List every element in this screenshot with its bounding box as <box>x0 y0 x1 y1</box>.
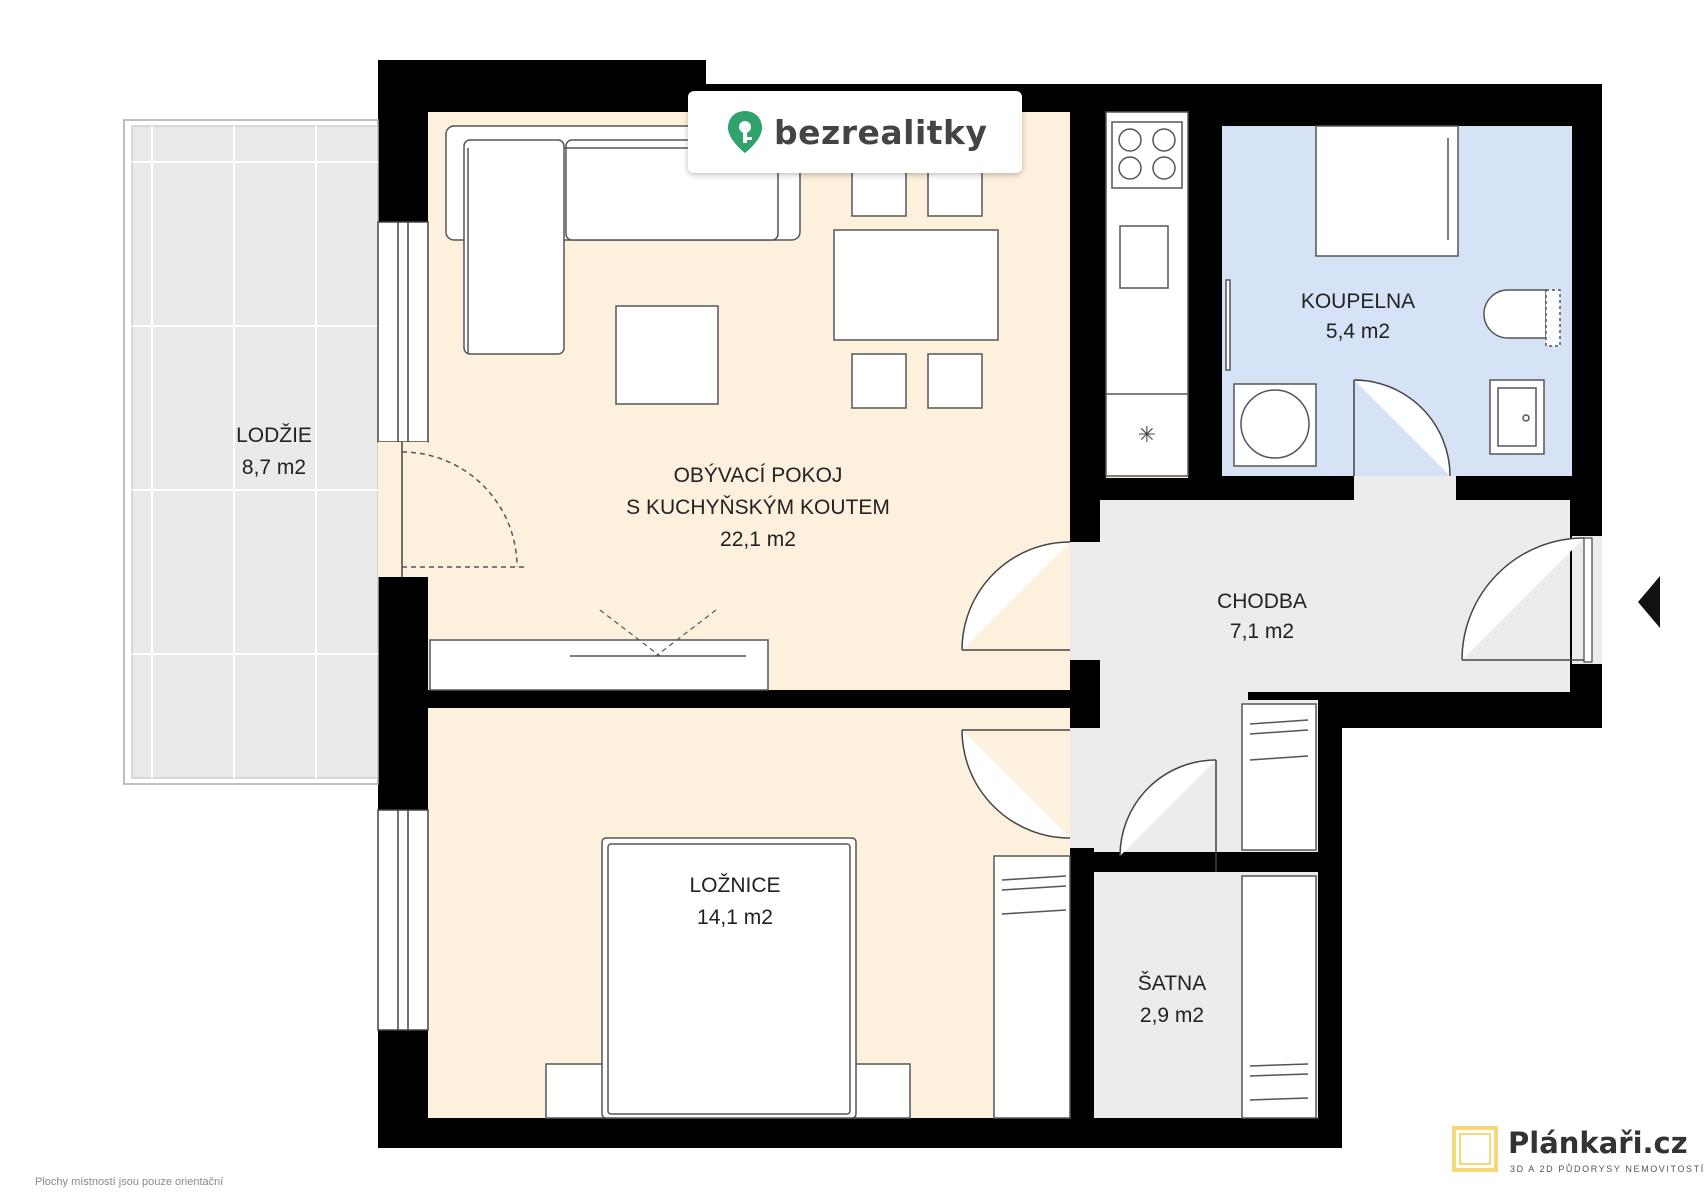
room-labels: LODŽIE 8,7 m2 OBÝVACÍ POKOJ S KUCHYŇSKÝM… <box>236 290 1415 1027</box>
bedroom-wardrobe <box>993 855 1071 1119</box>
plankari-tagline: 3D A 2D PŮDORYSY NEMOVITOSTÍ <box>1510 1164 1705 1174</box>
lodzie-area: 8,7 m2 <box>242 456 306 479</box>
plankari-logo: Plánkaři.cz 3D A 2D PŮDORYSY NEMOVITOSTÍ <box>1452 1126 1703 1182</box>
bedroom-area: 14,1 m2 <box>697 906 773 929</box>
wardrobe-area: 2,9 m2 <box>1140 1004 1204 1027</box>
double-bed <box>545 837 911 1119</box>
brand-name: bezrealitky <box>774 112 988 152</box>
bathroom-door <box>1353 379 1456 500</box>
balcony <box>123 119 379 785</box>
fridge-symbol: ✳ <box>1138 423 1156 448</box>
hallway-area: 7,1 m2 <box>1230 620 1294 643</box>
bathroom-area: 5,4 m2 <box>1326 320 1390 343</box>
balcony-door <box>378 442 524 577</box>
bedroom-name: LOŽNICE <box>689 874 780 897</box>
window-left-upper <box>377 221 429 443</box>
bathroom-fixtures <box>1225 125 1561 467</box>
living-area: 22,1 m2 <box>720 528 796 551</box>
hallway-name: CHODBA <box>1217 590 1307 613</box>
dining-set <box>833 169 999 409</box>
living-name-line1: OBÝVACÍ POKOJ <box>674 464 843 487</box>
entrance-door <box>1461 536 1660 664</box>
window-left-lower <box>377 809 429 1031</box>
brand-badge: bezrealitky <box>688 91 1022 173</box>
square-frame-icon <box>1452 1126 1498 1172</box>
bathroom-name: KOUPELNA <box>1301 290 1415 313</box>
wardrobe-name: ŠATNA <box>1138 972 1206 995</box>
wardrobe-door <box>1119 759 1217 872</box>
plankari-name: Plánkaři.cz <box>1508 1126 1688 1160</box>
bedroom-door <box>961 728 1100 848</box>
living-name-line2: S KUCHYŇSKÝM KOUTEM <box>626 496 890 519</box>
kitchen-counter <box>1105 111 1189 477</box>
disclaimer-note: Plochy místností jsou pouze orientační <box>35 1176 224 1188</box>
hall-wardrobe <box>1241 703 1317 851</box>
inner-walls <box>428 100 1602 1148</box>
lodzie-name: LODŽIE <box>236 424 312 447</box>
satna-shelves <box>1241 875 1317 1119</box>
living-door <box>961 541 1100 660</box>
entrance-arrow-icon <box>1638 576 1660 628</box>
tv-unit <box>429 609 769 691</box>
coffee-table <box>615 305 719 405</box>
map-pin-key-icon <box>728 111 762 153</box>
